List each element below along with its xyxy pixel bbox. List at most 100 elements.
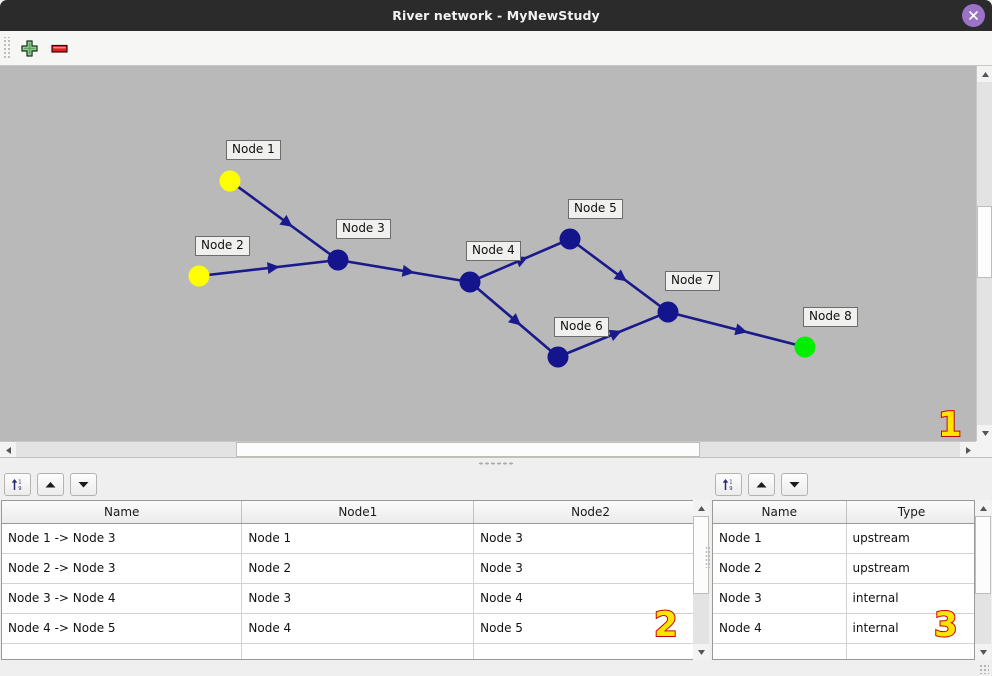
links-cell[interactable]: Node 1 bbox=[241, 523, 475, 554]
delete-node-button[interactable] bbox=[44, 33, 74, 63]
links-cell[interactable]: Node 1 -> Node 3 bbox=[2, 523, 243, 554]
svg-text:1: 1 bbox=[18, 479, 21, 485]
graph-node-label-node-3[interactable]: Node 3 bbox=[336, 219, 391, 239]
graph-node-label-node-4[interactable]: Node 4 bbox=[466, 241, 521, 261]
links-cell-empty[interactable] bbox=[473, 643, 708, 659]
links-cell[interactable]: Node 4 bbox=[241, 613, 475, 644]
graph-node-label-node-6[interactable]: Node 6 bbox=[554, 317, 609, 337]
nodes-cell[interactable]: internal bbox=[846, 613, 974, 644]
nodes-column-header[interactable]: Type bbox=[846, 501, 974, 524]
nodes-pane-drag-handle[interactable] bbox=[705, 546, 710, 568]
graph-scroll-down-button[interactable] bbox=[977, 425, 992, 441]
graph-node-node-4[interactable] bbox=[459, 271, 481, 293]
triangle-down-icon bbox=[789, 481, 800, 487]
graph-scroll-right-button[interactable] bbox=[960, 442, 976, 458]
add-node-button[interactable] bbox=[14, 33, 44, 63]
graph-node-node-6[interactable] bbox=[547, 346, 569, 368]
links-column-header[interactable]: Name bbox=[2, 501, 243, 524]
links-cell-empty[interactable] bbox=[2, 643, 243, 659]
nodes-cell[interactable]: upstream bbox=[846, 553, 974, 584]
close-button[interactable] bbox=[962, 4, 985, 27]
links-cell[interactable]: Node 5 bbox=[473, 613, 708, 644]
graph-node-label-node-1[interactable]: Node 1 bbox=[226, 140, 281, 160]
nodes-sort-button[interactable]: 1 9 bbox=[715, 472, 742, 496]
links-column-header[interactable]: Node2 bbox=[473, 501, 708, 524]
graph-node-node-5[interactable] bbox=[559, 228, 581, 250]
graph-node-node-3[interactable] bbox=[327, 249, 349, 271]
links-cell[interactable]: Node 4 -> Node 5 bbox=[2, 613, 243, 644]
graph-node-label-node-2[interactable]: Node 2 bbox=[195, 236, 250, 256]
nodes-cell[interactable]: Node 1 bbox=[713, 523, 847, 554]
nodes-move-up-button[interactable] bbox=[748, 472, 775, 496]
links-cell-empty[interactable] bbox=[241, 643, 475, 659]
nodes-cell[interactable]: upstream bbox=[846, 523, 974, 554]
triangle-down-icon bbox=[979, 649, 987, 655]
links-scroll-up-button[interactable] bbox=[693, 500, 709, 516]
links-cell[interactable]: Node 4 bbox=[473, 583, 708, 614]
nodes-cell[interactable]: internal bbox=[846, 583, 974, 614]
nodes-cell-empty[interactable] bbox=[713, 643, 847, 659]
links-column-header[interactable]: Node1 bbox=[241, 501, 475, 524]
triangle-up-icon bbox=[979, 505, 987, 511]
links-cell[interactable]: Node 2 -> Node 3 bbox=[2, 553, 243, 584]
graph-vscroll-thumb[interactable] bbox=[977, 206, 992, 278]
graph-scroll-left-button[interactable] bbox=[0, 442, 16, 458]
triangle-up-icon bbox=[45, 481, 56, 487]
toolbar-drag-handle[interactable] bbox=[2, 37, 11, 59]
graph-vertical-scrollbar[interactable] bbox=[976, 66, 992, 441]
nodes-column-header[interactable]: Name bbox=[713, 501, 847, 524]
nodes-scroll-thumb[interactable] bbox=[975, 516, 991, 594]
graph-node-node-2[interactable] bbox=[188, 265, 210, 287]
graph-scroll-up-button[interactable] bbox=[977, 66, 992, 82]
links-cell[interactable]: Node 3 bbox=[241, 583, 475, 614]
graph-node-node-1[interactable] bbox=[219, 170, 241, 192]
graph-hscroll-thumb[interactable] bbox=[236, 442, 700, 457]
graph-node-label-node-5[interactable]: Node 5 bbox=[568, 199, 623, 219]
links-cell[interactable]: Node 2 bbox=[241, 553, 475, 584]
nodes-cell-empty[interactable] bbox=[846, 643, 974, 659]
graph-node-node-8[interactable] bbox=[794, 336, 816, 358]
nodes-cell[interactable]: Node 3 bbox=[713, 583, 847, 614]
links-scroll-down-button[interactable] bbox=[693, 644, 709, 660]
nodes-scroll-down-button[interactable] bbox=[975, 644, 991, 660]
nodes-scroll-up-button[interactable] bbox=[975, 500, 991, 516]
close-icon bbox=[969, 11, 978, 20]
links-move-up-button[interactable] bbox=[37, 472, 64, 496]
svg-text:9: 9 bbox=[18, 486, 21, 492]
nodes-pane-toolbar: 1 9 bbox=[711, 468, 992, 500]
network-graph-canvas[interactable]: Node 1 Node 2 Node 3 Node 4 Node 5 Node 6 Node… bbox=[0, 66, 976, 441]
links-cell[interactable]: Node 3 bbox=[473, 553, 708, 584]
links-move-down-button[interactable] bbox=[70, 472, 97, 496]
nodes-cell[interactable]: Node 2 bbox=[713, 553, 847, 584]
graph-node-label-node-8[interactable]: Node 8 bbox=[803, 307, 858, 327]
triangle-up-icon bbox=[697, 505, 705, 511]
nodes-move-down-button[interactable] bbox=[781, 472, 808, 496]
table-row-empty[interactable] bbox=[713, 643, 974, 659]
graph-node-node-7[interactable] bbox=[657, 301, 679, 323]
graph-edge-arrow bbox=[734, 323, 748, 336]
graph-edge-arrow bbox=[613, 269, 627, 282]
links-sort-button[interactable]: 1 9 bbox=[4, 472, 31, 496]
panel-splitter[interactable] bbox=[0, 457, 992, 468]
links-cell[interactable]: Node 3 bbox=[473, 523, 708, 554]
links-cell[interactable]: Node 3 -> Node 4 bbox=[2, 583, 243, 614]
graph-horizontal-scrollbar[interactable] bbox=[0, 441, 976, 458]
nodes-table-scrollbar[interactable] bbox=[975, 500, 991, 660]
nodes-cell[interactable]: Node 4 bbox=[713, 613, 847, 644]
sort-ascending-icon: 1 9 bbox=[722, 478, 733, 492]
resize-grip[interactable] bbox=[979, 664, 989, 674]
table-row-empty[interactable] bbox=[2, 643, 708, 659]
links-table-scrollbar[interactable] bbox=[693, 500, 709, 660]
graph-node-label-node-7[interactable]: Node 7 bbox=[665, 271, 720, 291]
